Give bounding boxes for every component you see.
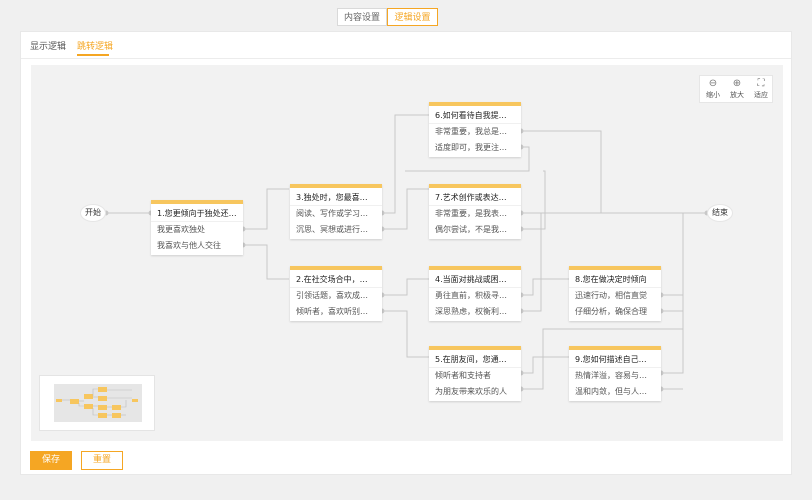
question-title: 2.在社交场合中，… xyxy=(296,275,368,284)
question-title: 9.您如何描述自己… xyxy=(575,355,647,364)
divider xyxy=(569,367,661,368)
sub-tabs: 显示逻辑 跳转逻辑 xyxy=(21,32,791,59)
subtab-display-logic[interactable]: 显示逻辑 xyxy=(30,42,67,52)
edge-q6-q7 xyxy=(405,146,530,172)
edge-q2-q4 xyxy=(382,278,429,296)
edge-q9-end xyxy=(661,213,684,374)
question-title: 6.如何看待自我提… xyxy=(435,111,507,120)
divider xyxy=(290,287,382,288)
zoom-controls: ⊖ 缩小 ⊕ 放大 ⛶ 适应 xyxy=(699,75,773,103)
question-option: 阅读、写作或学习… xyxy=(296,209,368,218)
end-node[interactable]: 结束 xyxy=(707,204,733,222)
question-title: 8.您在做决定时倾向 xyxy=(575,275,647,284)
edge-q4-q8 xyxy=(521,278,569,296)
question-title: 7.艺术创作或表达… xyxy=(435,193,507,202)
question-node-4[interactable]: 4.当面对挑战或困… 勇往直前，积极寻… 深思熟虑，权衡利… xyxy=(429,266,521,321)
zoom-out-label: 缩小 xyxy=(706,91,720,99)
divider xyxy=(429,205,521,206)
reset-button[interactable]: 重置 xyxy=(81,451,123,470)
question-option: 引领话题，喜欢成… xyxy=(296,291,368,300)
tab-logic-settings[interactable]: 逻辑设置 xyxy=(387,8,438,26)
edge-q3-q6 xyxy=(382,114,429,214)
top-tabs: 内容设置 逻辑设置 xyxy=(0,8,812,28)
question-title: 5.在朋友间，您通… xyxy=(435,355,507,364)
question-node-1[interactable]: 1.您更倾向于独处还… 我更喜欢独处 我喜欢与他人交往 xyxy=(151,200,243,255)
minimap[interactable] xyxy=(39,375,155,431)
edge-q7-opt2 xyxy=(521,170,546,230)
edge-q3-q7 xyxy=(382,188,429,230)
question-node-8[interactable]: 8.您在做决定时倾向 迅速行动，相信直觉 仔细分析，确保合理 xyxy=(569,266,661,321)
edge-q5-q9 xyxy=(521,356,569,374)
question-node-9[interactable]: 9.您如何描述自己… 热情洋溢，容易与… 温和内敛，但与人… xyxy=(569,346,661,401)
question-option: 我喜欢与他人交往 xyxy=(157,241,221,250)
question-option: 适度即可，我更注… xyxy=(435,143,507,152)
zoom-in-label: 放大 xyxy=(730,91,744,99)
flow-canvas[interactable]: 开始 结束 1.您更倾向于独处还… 我更喜欢独处 我喜欢与他人交往 3.独处时，… xyxy=(31,65,783,441)
question-option: 勇往直前，积极寻… xyxy=(435,291,507,300)
edge-q5-end xyxy=(521,328,683,390)
question-option: 迅速行动，相信直觉 xyxy=(575,291,647,300)
question-node-2[interactable]: 2.在社交场合中，… 引领话题，喜欢成… 倾听者，喜欢听别… xyxy=(290,266,382,321)
save-button[interactable]: 保存 xyxy=(30,451,72,470)
divider xyxy=(290,205,382,206)
question-title: 1.您更倾向于独处还… xyxy=(157,209,237,218)
edge-q8-end xyxy=(661,213,684,296)
question-option: 倾听者，喜欢听别… xyxy=(296,307,368,316)
question-title: 3.独处时，您最喜… xyxy=(296,193,368,202)
tab-content-settings[interactable]: 内容设置 xyxy=(337,8,387,26)
question-option: 沉思、冥想或进行… xyxy=(296,225,368,234)
edge-q2-q5 xyxy=(382,310,429,358)
subtab-jump-logic[interactable]: 跳转逻辑 xyxy=(77,42,114,52)
start-node[interactable]: 开始 xyxy=(80,204,106,222)
zoom-in-button[interactable]: ⊕ 放大 xyxy=(725,78,749,102)
question-title: 4.当面对挑战或困… xyxy=(435,275,507,284)
active-tab-indicator xyxy=(77,54,109,56)
question-option: 温和内敛，但与人… xyxy=(575,387,647,396)
minimap-graph xyxy=(56,387,138,418)
edge-q4-end xyxy=(521,213,542,312)
zoom-out-icon: ⊖ xyxy=(708,78,718,89)
edge-q6-end xyxy=(521,130,707,214)
question-node-7[interactable]: 7.艺术创作或表达… 非常重要，是我表… 偶尔尝试，不是我… xyxy=(429,184,521,239)
question-option: 为朋友带来欢乐的人 xyxy=(435,387,507,396)
question-option: 非常重要，是我表… xyxy=(435,209,507,218)
divider xyxy=(429,367,521,368)
question-option: 热情洋溢，容易与… xyxy=(575,371,647,380)
question-option: 仔细分析，确保合理 xyxy=(575,307,647,316)
question-option: 深思熟虑，权衡利… xyxy=(435,307,507,316)
zoom-out-button[interactable]: ⊖ 缩小 xyxy=(701,78,725,102)
divider xyxy=(429,287,521,288)
fit-label: 适应 xyxy=(754,91,768,99)
question-node-3[interactable]: 3.独处时，您最喜… 阅读、写作或学习… 沉思、冥想或进行… xyxy=(290,184,382,239)
question-node-5[interactable]: 5.在朋友间，您通… 倾听者和支持者 为朋友带来欢乐的人 xyxy=(429,346,521,401)
logic-panel: 显示逻辑 跳转逻辑 xyxy=(20,31,792,475)
question-option: 偶尔尝试，不是我… xyxy=(435,225,507,234)
fit-button[interactable]: ⛶ 适应 xyxy=(749,78,773,102)
question-option: 倾听者和支持者 xyxy=(435,371,491,380)
divider xyxy=(151,221,243,222)
question-option: 非常重要，我总是… xyxy=(435,127,507,136)
edge-q1-q2 xyxy=(243,244,289,280)
zoom-in-icon: ⊕ xyxy=(732,78,742,89)
question-node-6[interactable]: 6.如何看待自我提… 非常重要，我总是… 适度即可，我更注… xyxy=(429,102,521,157)
divider xyxy=(429,123,521,124)
minimap-viewport[interactable] xyxy=(54,384,142,422)
divider xyxy=(569,287,661,288)
question-option: 我更喜欢独处 xyxy=(157,225,205,234)
edge-q1-q3 xyxy=(243,188,289,230)
fit-icon: ⛶ xyxy=(757,78,765,89)
